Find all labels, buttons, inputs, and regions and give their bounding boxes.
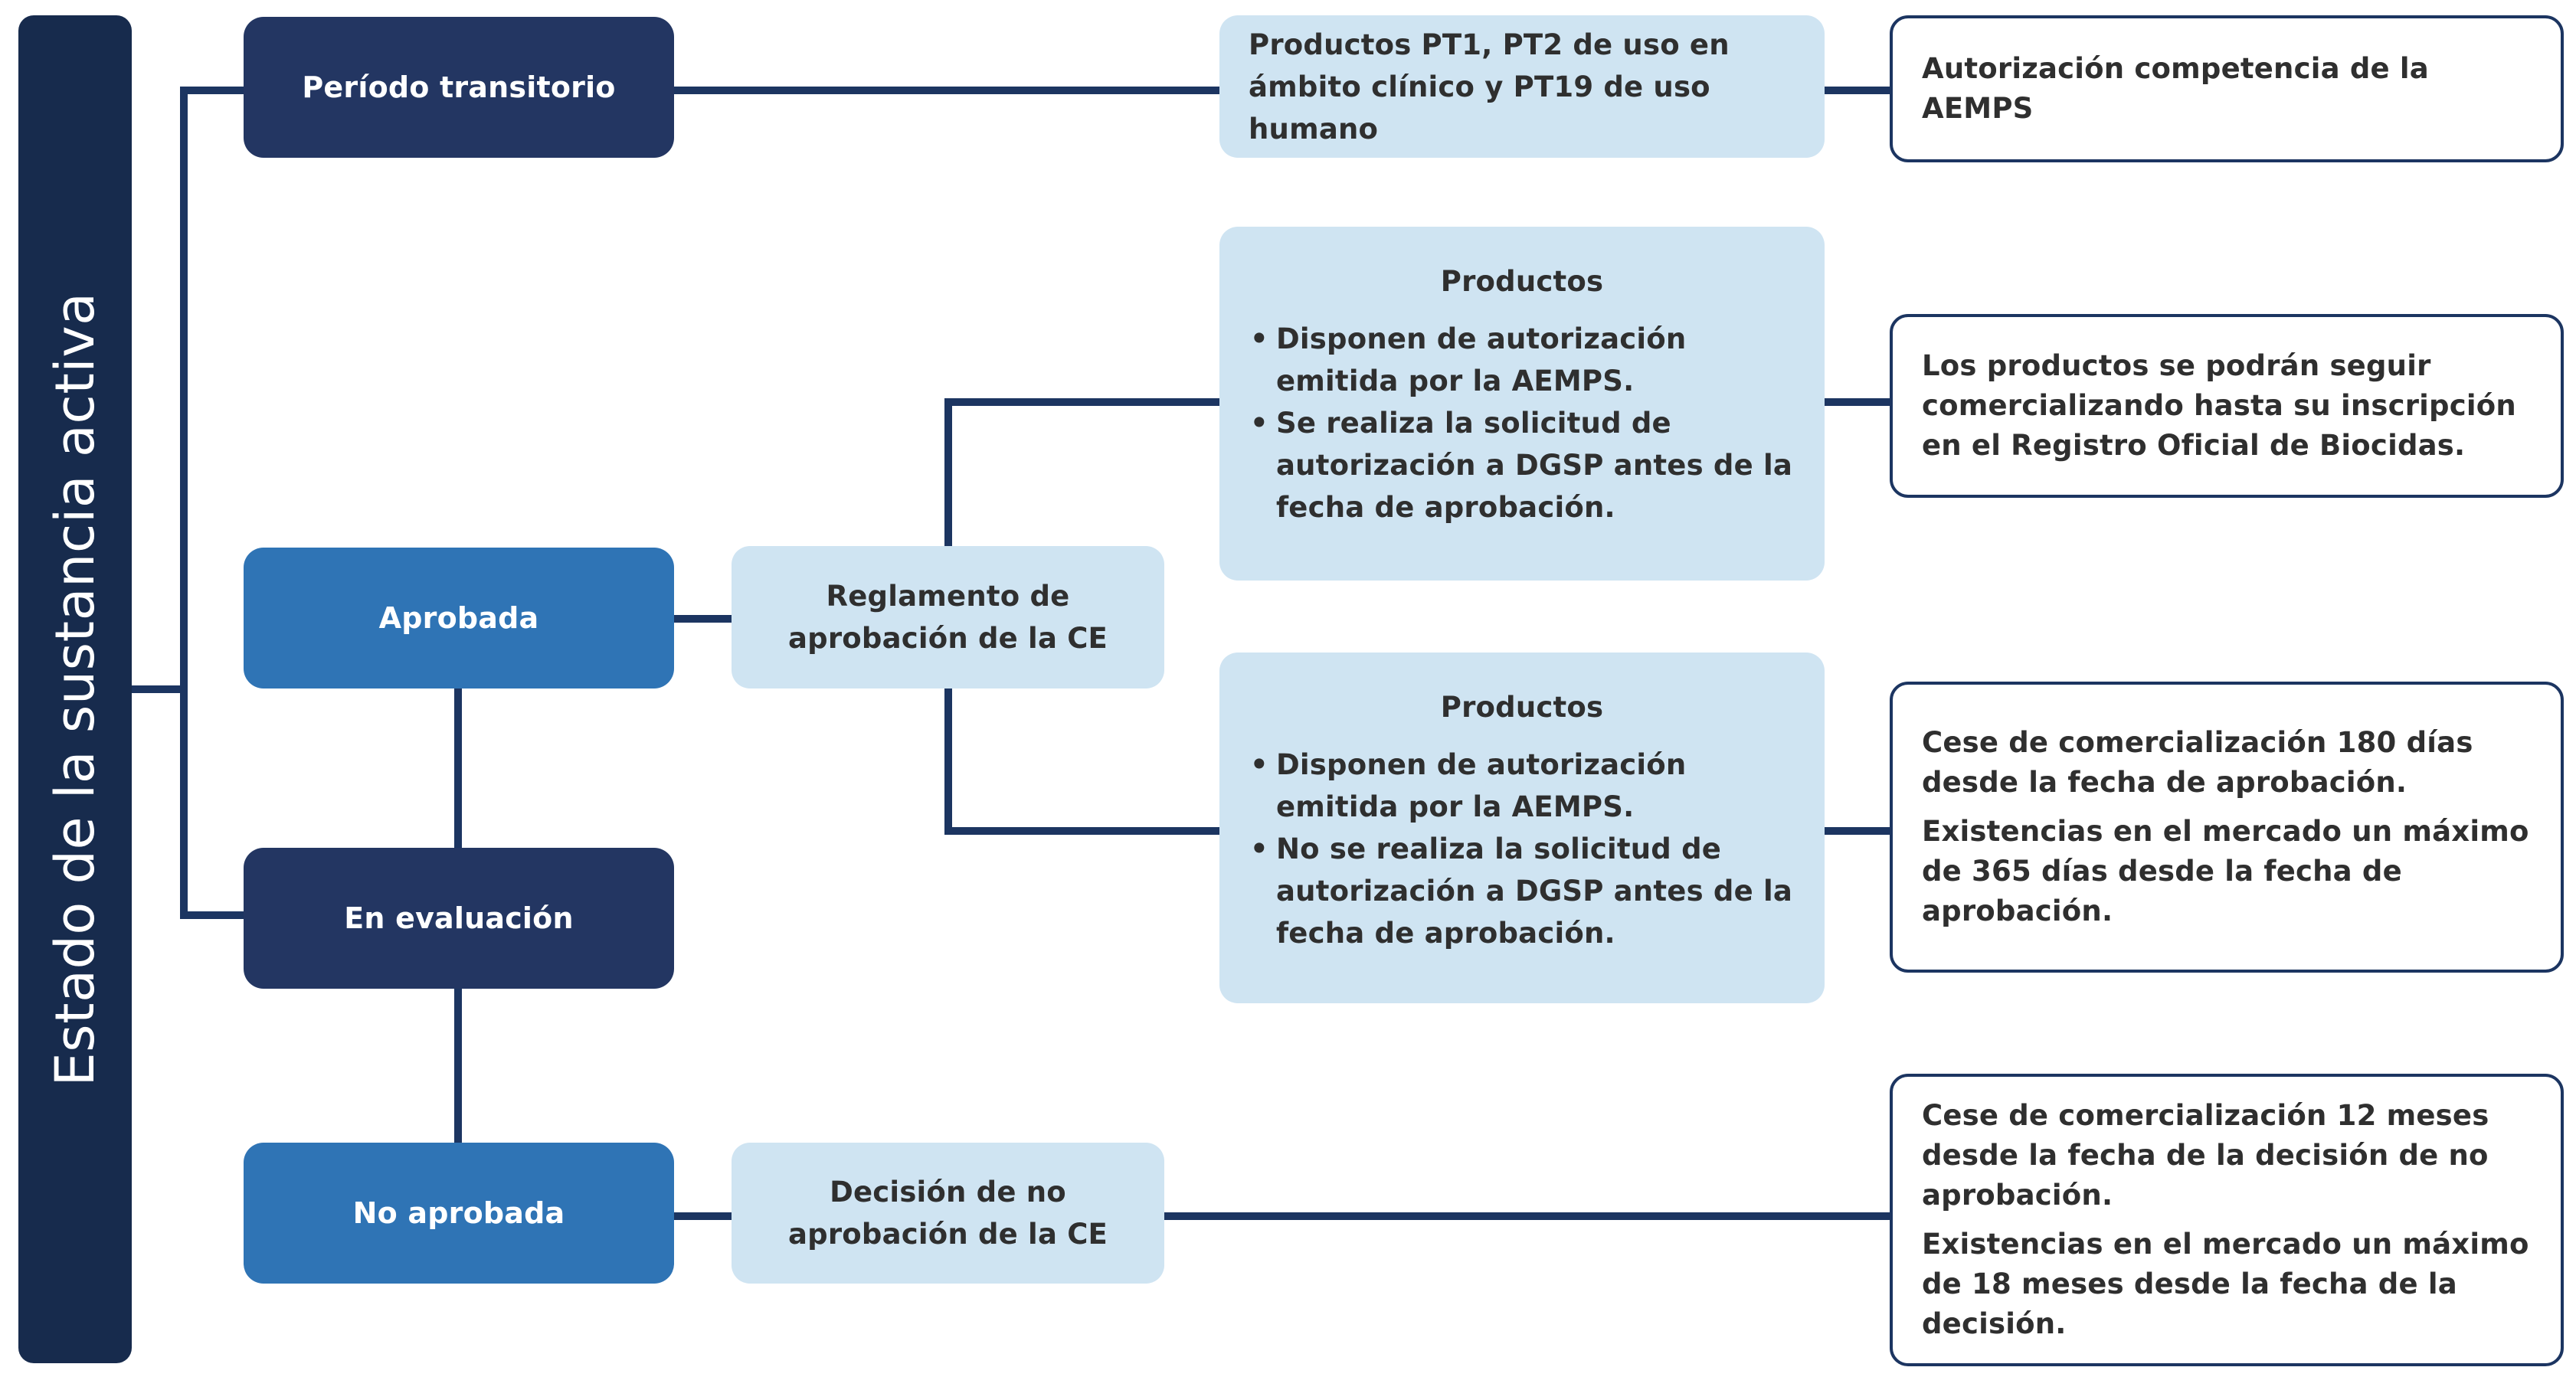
status-evaluation: En evaluación [244,848,674,989]
products-bullet: Disponen de autorización emitida por la … [1249,744,1795,828]
outcome-transitional: Autorización competencia de la AEMPS [1890,15,2564,162]
outcome-approved-without-request: Cese de comercialización 180 días desde … [1890,682,2564,973]
outcome-paragraph: Existencias en el mercado un máximo de 3… [1922,815,2529,927]
outcome-not-approved: Cese de comercialización 12 meses desde … [1890,1074,2564,1366]
active-substance-banner: Estado de la sustancia activa [18,15,132,1363]
status-approved: Aprobada [244,548,674,688]
products-approved-with-request: Productos Disponen de autorización emiti… [1219,227,1825,581]
status-transitional-label: Período transitorio [302,70,616,104]
outcome-paragraph: Cese de comercialización 12 meses desde … [1922,1099,2489,1212]
regulation-non-approval: Decisión de no aprobación de la CE [732,1143,1164,1284]
products-title: Productos [1440,691,1604,724]
products-approved-without-request: Productos Disponen de autorización emiti… [1219,653,1825,1003]
products-transitional: Productos PT1, PT2 de uso en ámbito clín… [1219,15,1825,158]
status-evaluation-label: En evaluación [344,901,574,935]
status-approved-label: Aprobada [378,601,539,635]
products-bullet: Disponen de autorización emitida por la … [1249,318,1795,402]
status-not-approved-label: No aprobada [352,1196,565,1230]
products-title: Productos [1440,265,1604,298]
products-bullet: No se realiza la solicitud de autorizaci… [1249,828,1795,954]
outcome-approved-with-request: Los productos se podrán seguir comercial… [1890,314,2564,498]
outcome-approved-with-request-text: Los productos se podrán seguir comercial… [1922,349,2516,462]
banner-title: Estado de la sustancia activa [44,292,106,1087]
outcome-paragraph: Cese de comercialización 180 días desde … [1922,726,2473,799]
products-bullet-list: Disponen de autorización emitida por la … [1249,744,1795,954]
outcome-paragraph: Existencias en el mercado un máximo de 1… [1922,1228,2529,1340]
products-transitional-label: Productos PT1, PT2 de uso en ámbito clín… [1249,28,1730,146]
regulation-approval: Reglamento de aprobación de la CE [732,546,1164,688]
regulation-approval-label: Reglamento de aprobación de la CE [787,580,1108,655]
status-transitional: Período transitorio [244,17,674,158]
products-bullet: Se realiza la solicitud de autorización … [1249,402,1795,528]
outcome-transitional-text: Autorización competencia de la AEMPS [1922,52,2429,125]
status-not-approved: No aprobada [244,1143,674,1284]
products-bullet-list: Disponen de autorización emitida por la … [1249,318,1795,528]
regulation-non-approval-label: Decisión de no aprobación de la CE [787,1176,1108,1251]
